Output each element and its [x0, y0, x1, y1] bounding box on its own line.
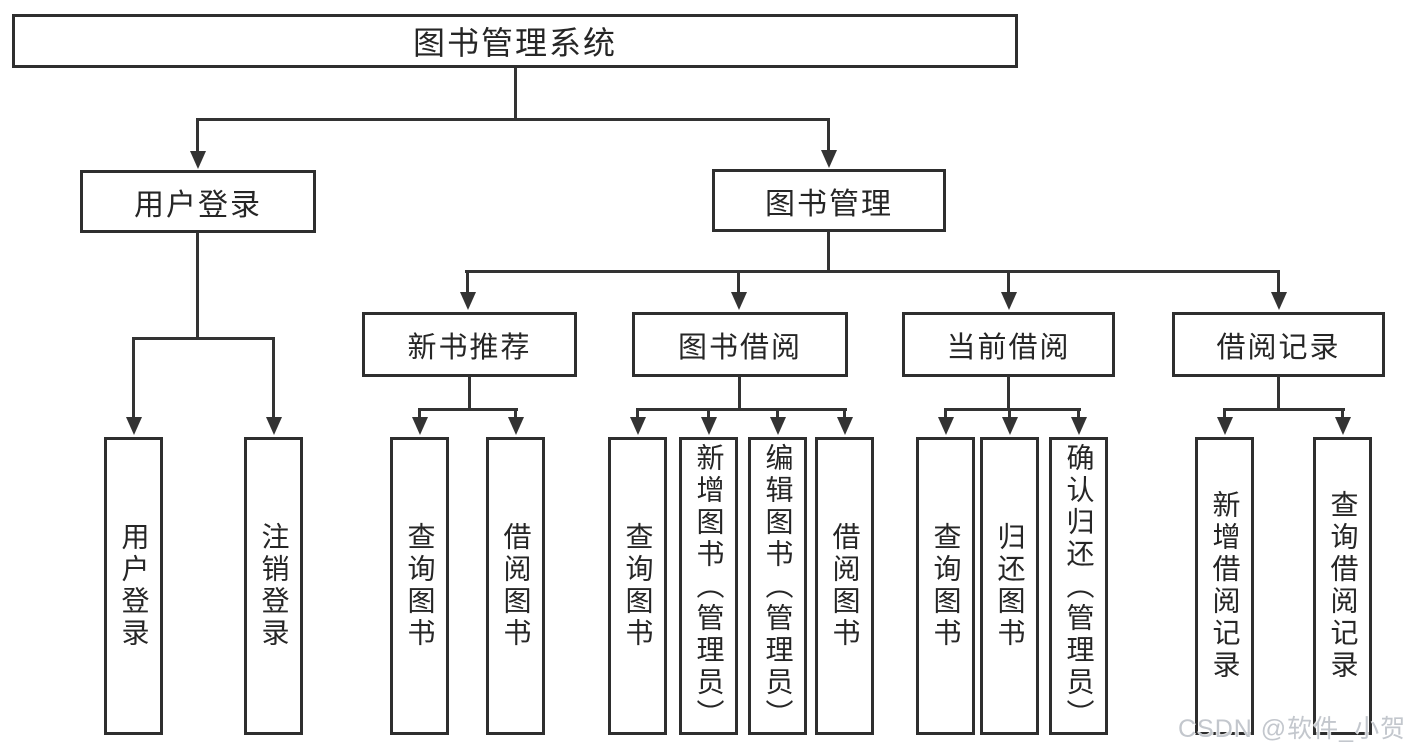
leaf-query-borrow-record: 查询借阅记录 [1313, 437, 1372, 735]
leaf-query-book-current-label: 查询图书 [930, 522, 962, 650]
arrow-to-leaf-logout [265, 340, 282, 435]
leaf-user-login-label: 用户登录 [118, 522, 150, 650]
node-new-book-recommend: 新书推荐 [362, 312, 577, 377]
watermark: CSDN @软件_小贺同学 [1178, 715, 1405, 743]
leaf-borrow-book-recommend-label: 借阅图书 [500, 522, 532, 650]
node-user-login-label: 用户登录 [134, 188, 262, 222]
node-current-borrow-label: 当前借阅 [946, 331, 1071, 364]
arrow-to-bookborrow [730, 273, 747, 310]
arrow-to-leaf-query-current [937, 410, 954, 435]
arrow-to-borrowrecord [1270, 273, 1287, 310]
leaf-add-book-admin: 新增图书（管理员） [679, 437, 738, 735]
leaf-logout-label: 注销登录 [258, 522, 290, 650]
leaf-return-book: 归还图书 [980, 437, 1039, 735]
leaf-query-book-borrow: 查询图书 [608, 437, 667, 735]
leaf-edit-book-admin: 编辑图书（管理员） [748, 437, 807, 735]
connector-borrowrecord-stub [1277, 376, 1280, 411]
arrow-to-currentborrow [1000, 273, 1017, 310]
leaf-query-book-recommend: 查询图书 [390, 437, 449, 735]
leaf-confirm-return-admin-label: 确认归还（管理员） [1063, 443, 1095, 731]
leaf-query-book-recommend-label: 查询图书 [404, 522, 436, 650]
leaf-confirm-return-admin: 确认归还（管理员） [1049, 437, 1108, 735]
connector-currentborrow-stub [1007, 376, 1010, 411]
node-book-borrow-label: 图书借阅 [677, 331, 802, 364]
node-borrow-record-label: 借阅记录 [1216, 331, 1341, 364]
leaf-user-login: 用户登录 [104, 437, 163, 735]
connector-bookborrow-stub [738, 376, 741, 411]
leaf-query-book-current: 查询图书 [916, 437, 975, 735]
arrow-to-user-login [189, 121, 206, 169]
arrow-to-leaf-user-login [125, 340, 142, 435]
connector-level2-rail [465, 270, 1280, 273]
node-book-borrow: 图书借阅 [632, 312, 848, 377]
arrow-to-leaf-borrow-recommend [507, 410, 524, 435]
leaf-return-book-label: 归还图书 [994, 522, 1026, 650]
connector-currentborrow-rail [944, 408, 1081, 411]
node-book-manage: 图书管理 [712, 169, 946, 232]
leaf-add-borrow-record-label: 新增借阅记录 [1209, 490, 1241, 682]
connector-borrowrecord-rail [1223, 408, 1345, 411]
leaf-borrow-book-label: 借阅图书 [829, 522, 861, 650]
leaf-borrow-book-recommend: 借阅图书 [486, 437, 545, 735]
connector-login-stub [196, 232, 199, 340]
connector-level1-rail [196, 118, 830, 121]
arrow-to-leaf-borrow-book [836, 410, 853, 435]
arrow-to-leaf-query-recommend [411, 410, 428, 435]
connector-manage-stub [827, 231, 830, 273]
arrow-to-leaf-query-borrow [629, 410, 646, 435]
arrow-to-leaf-return-book [1001, 410, 1018, 435]
leaf-query-book-borrow-label: 查询图书 [622, 522, 654, 650]
connector-recommend-rail [418, 408, 518, 411]
arrow-to-leaf-query-record [1334, 410, 1351, 435]
connector-root-stub [514, 68, 517, 121]
arrow-to-leaf-confirm-return [1070, 410, 1087, 435]
connector-login-rail [132, 337, 275, 340]
node-user-login: 用户登录 [80, 170, 316, 233]
arrow-to-leaf-add-book [700, 410, 717, 435]
leaf-add-borrow-record: 新增借阅记录 [1195, 437, 1254, 735]
node-book-manage-label: 图书管理 [765, 187, 893, 221]
arrow-to-recommend [459, 273, 476, 310]
leaf-borrow-book: 借阅图书 [815, 437, 874, 735]
node-root-label: 图书管理系统 [412, 25, 617, 61]
node-current-borrow: 当前借阅 [902, 312, 1115, 377]
connector-bookborrow-rail [636, 408, 847, 411]
arrow-to-leaf-add-record [1216, 410, 1233, 435]
arrow-to-leaf-edit-book [769, 410, 786, 435]
leaf-query-borrow-record-label: 查询借阅记录 [1327, 490, 1359, 682]
node-borrow-record: 借阅记录 [1172, 312, 1385, 377]
leaf-logout: 注销登录 [244, 437, 303, 735]
node-root: 图书管理系统 [12, 14, 1018, 68]
leaf-add-book-admin-label: 新增图书（管理员） [693, 443, 725, 731]
connector-recommend-stub [468, 376, 471, 411]
arrow-to-book-manage [820, 121, 837, 168]
leaf-edit-book-admin-label: 编辑图书（管理员） [762, 443, 794, 731]
node-new-book-recommend-label: 新书推荐 [407, 331, 532, 364]
